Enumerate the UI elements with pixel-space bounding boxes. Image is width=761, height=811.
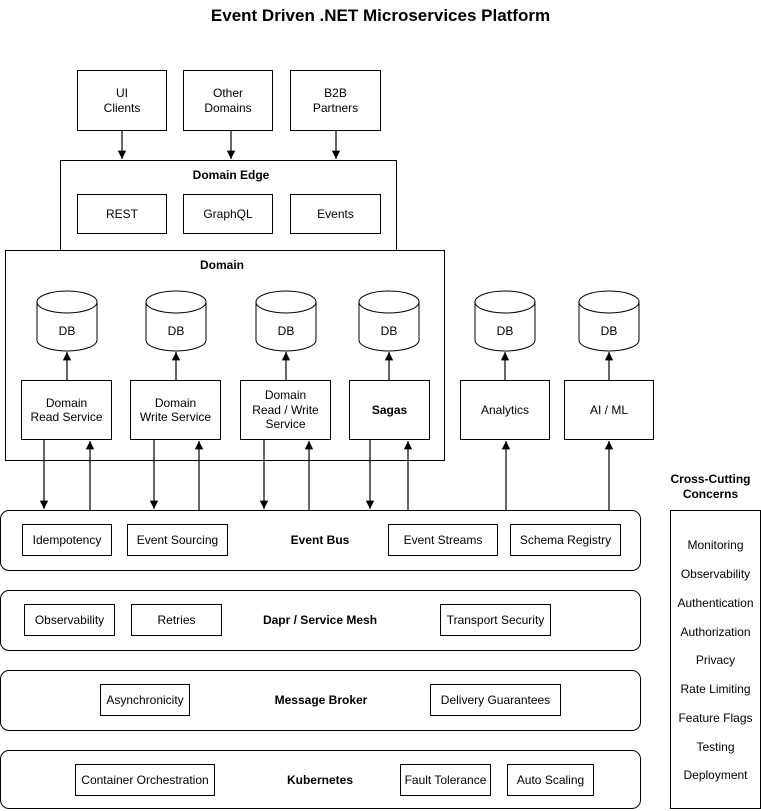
cc-rate-limiting: Rate Limiting	[680, 682, 751, 696]
db-read-service: DB	[36, 290, 98, 352]
broker-asynchronicity: Asynchronicity	[100, 684, 190, 716]
service-domain-read: Domain Read Service	[21, 380, 112, 440]
event-bus-idempotency: Idempotency	[22, 524, 112, 556]
db-label: DB	[380, 324, 398, 338]
database-icon	[145, 290, 207, 352]
dapr-retries: Retries	[131, 604, 222, 636]
domain-label: Domain	[199, 258, 245, 272]
database-icon	[255, 290, 317, 352]
client-ui-clients: UI Clients	[77, 70, 167, 131]
event-bus-label: Event Bus	[290, 533, 350, 547]
cc-deployment: Deployment	[683, 768, 748, 782]
database-icon	[578, 290, 640, 352]
db-label: DB	[277, 324, 295, 338]
cc-monitoring: Monitoring	[687, 538, 744, 552]
db-label: DB	[58, 324, 76, 338]
dapr-transport-security: Transport Security	[440, 604, 551, 636]
db-label: DB	[496, 324, 514, 338]
service-ai-ml: AI / ML	[564, 380, 654, 440]
db-read-write-service: DB	[255, 290, 317, 352]
dapr-label: Dapr / Service Mesh	[262, 613, 378, 627]
cc-authentication: Authentication	[677, 596, 754, 610]
database-icon	[358, 290, 420, 352]
cross-cutting-panel	[670, 510, 761, 809]
edge-rest: REST	[77, 194, 167, 234]
dapr-observability: Observability	[24, 604, 115, 636]
db-sagas: DB	[358, 290, 420, 352]
k8s-container-orchestration: Container Orchestration	[75, 764, 215, 796]
k8s-auto-scaling: Auto Scaling	[507, 764, 594, 796]
k8s-label: Kubernetes	[286, 773, 354, 787]
diagram-title: Event Driven .NET Microservices Platform	[210, 6, 551, 25]
edge-graphql: GraphQL	[183, 194, 273, 234]
db-label: DB	[600, 324, 618, 338]
service-analytics: Analytics	[460, 380, 550, 440]
cc-testing: Testing	[696, 740, 735, 754]
broker-label: Message Broker	[274, 693, 368, 707]
broker-delivery-guarantees: Delivery Guarantees	[430, 684, 561, 716]
db-label: DB	[167, 324, 185, 338]
edge-events: Events	[290, 194, 381, 234]
cross-cutting-title: Cross-Cutting Concerns	[670, 472, 751, 501]
event-bus-event-streams: Event Streams	[388, 524, 498, 556]
cc-observability: Observability	[680, 567, 751, 581]
service-domain-read-write: Domain Read / Write Service	[240, 380, 331, 440]
cc-privacy: Privacy	[695, 653, 736, 667]
db-ai-ml: DB	[578, 290, 640, 352]
client-other-domains: Other Domains	[183, 70, 273, 131]
cc-feature-flags: Feature Flags	[678, 711, 753, 725]
service-domain-write: Domain Write Service	[130, 380, 221, 440]
k8s-fault-tolerance: Fault Tolerance	[400, 764, 491, 796]
db-write-service: DB	[145, 290, 207, 352]
db-analytics: DB	[474, 290, 536, 352]
database-icon	[36, 290, 98, 352]
cc-authorization: Authorization	[680, 625, 751, 639]
event-bus-schema-registry: Schema Registry	[510, 524, 621, 556]
domain-edge-label: Domain Edge	[192, 168, 270, 182]
service-sagas: Sagas	[349, 380, 430, 440]
database-icon	[474, 290, 536, 352]
event-bus-event-sourcing: Event Sourcing	[127, 524, 228, 556]
client-b2b-partners: B2B Partners	[290, 70, 381, 131]
